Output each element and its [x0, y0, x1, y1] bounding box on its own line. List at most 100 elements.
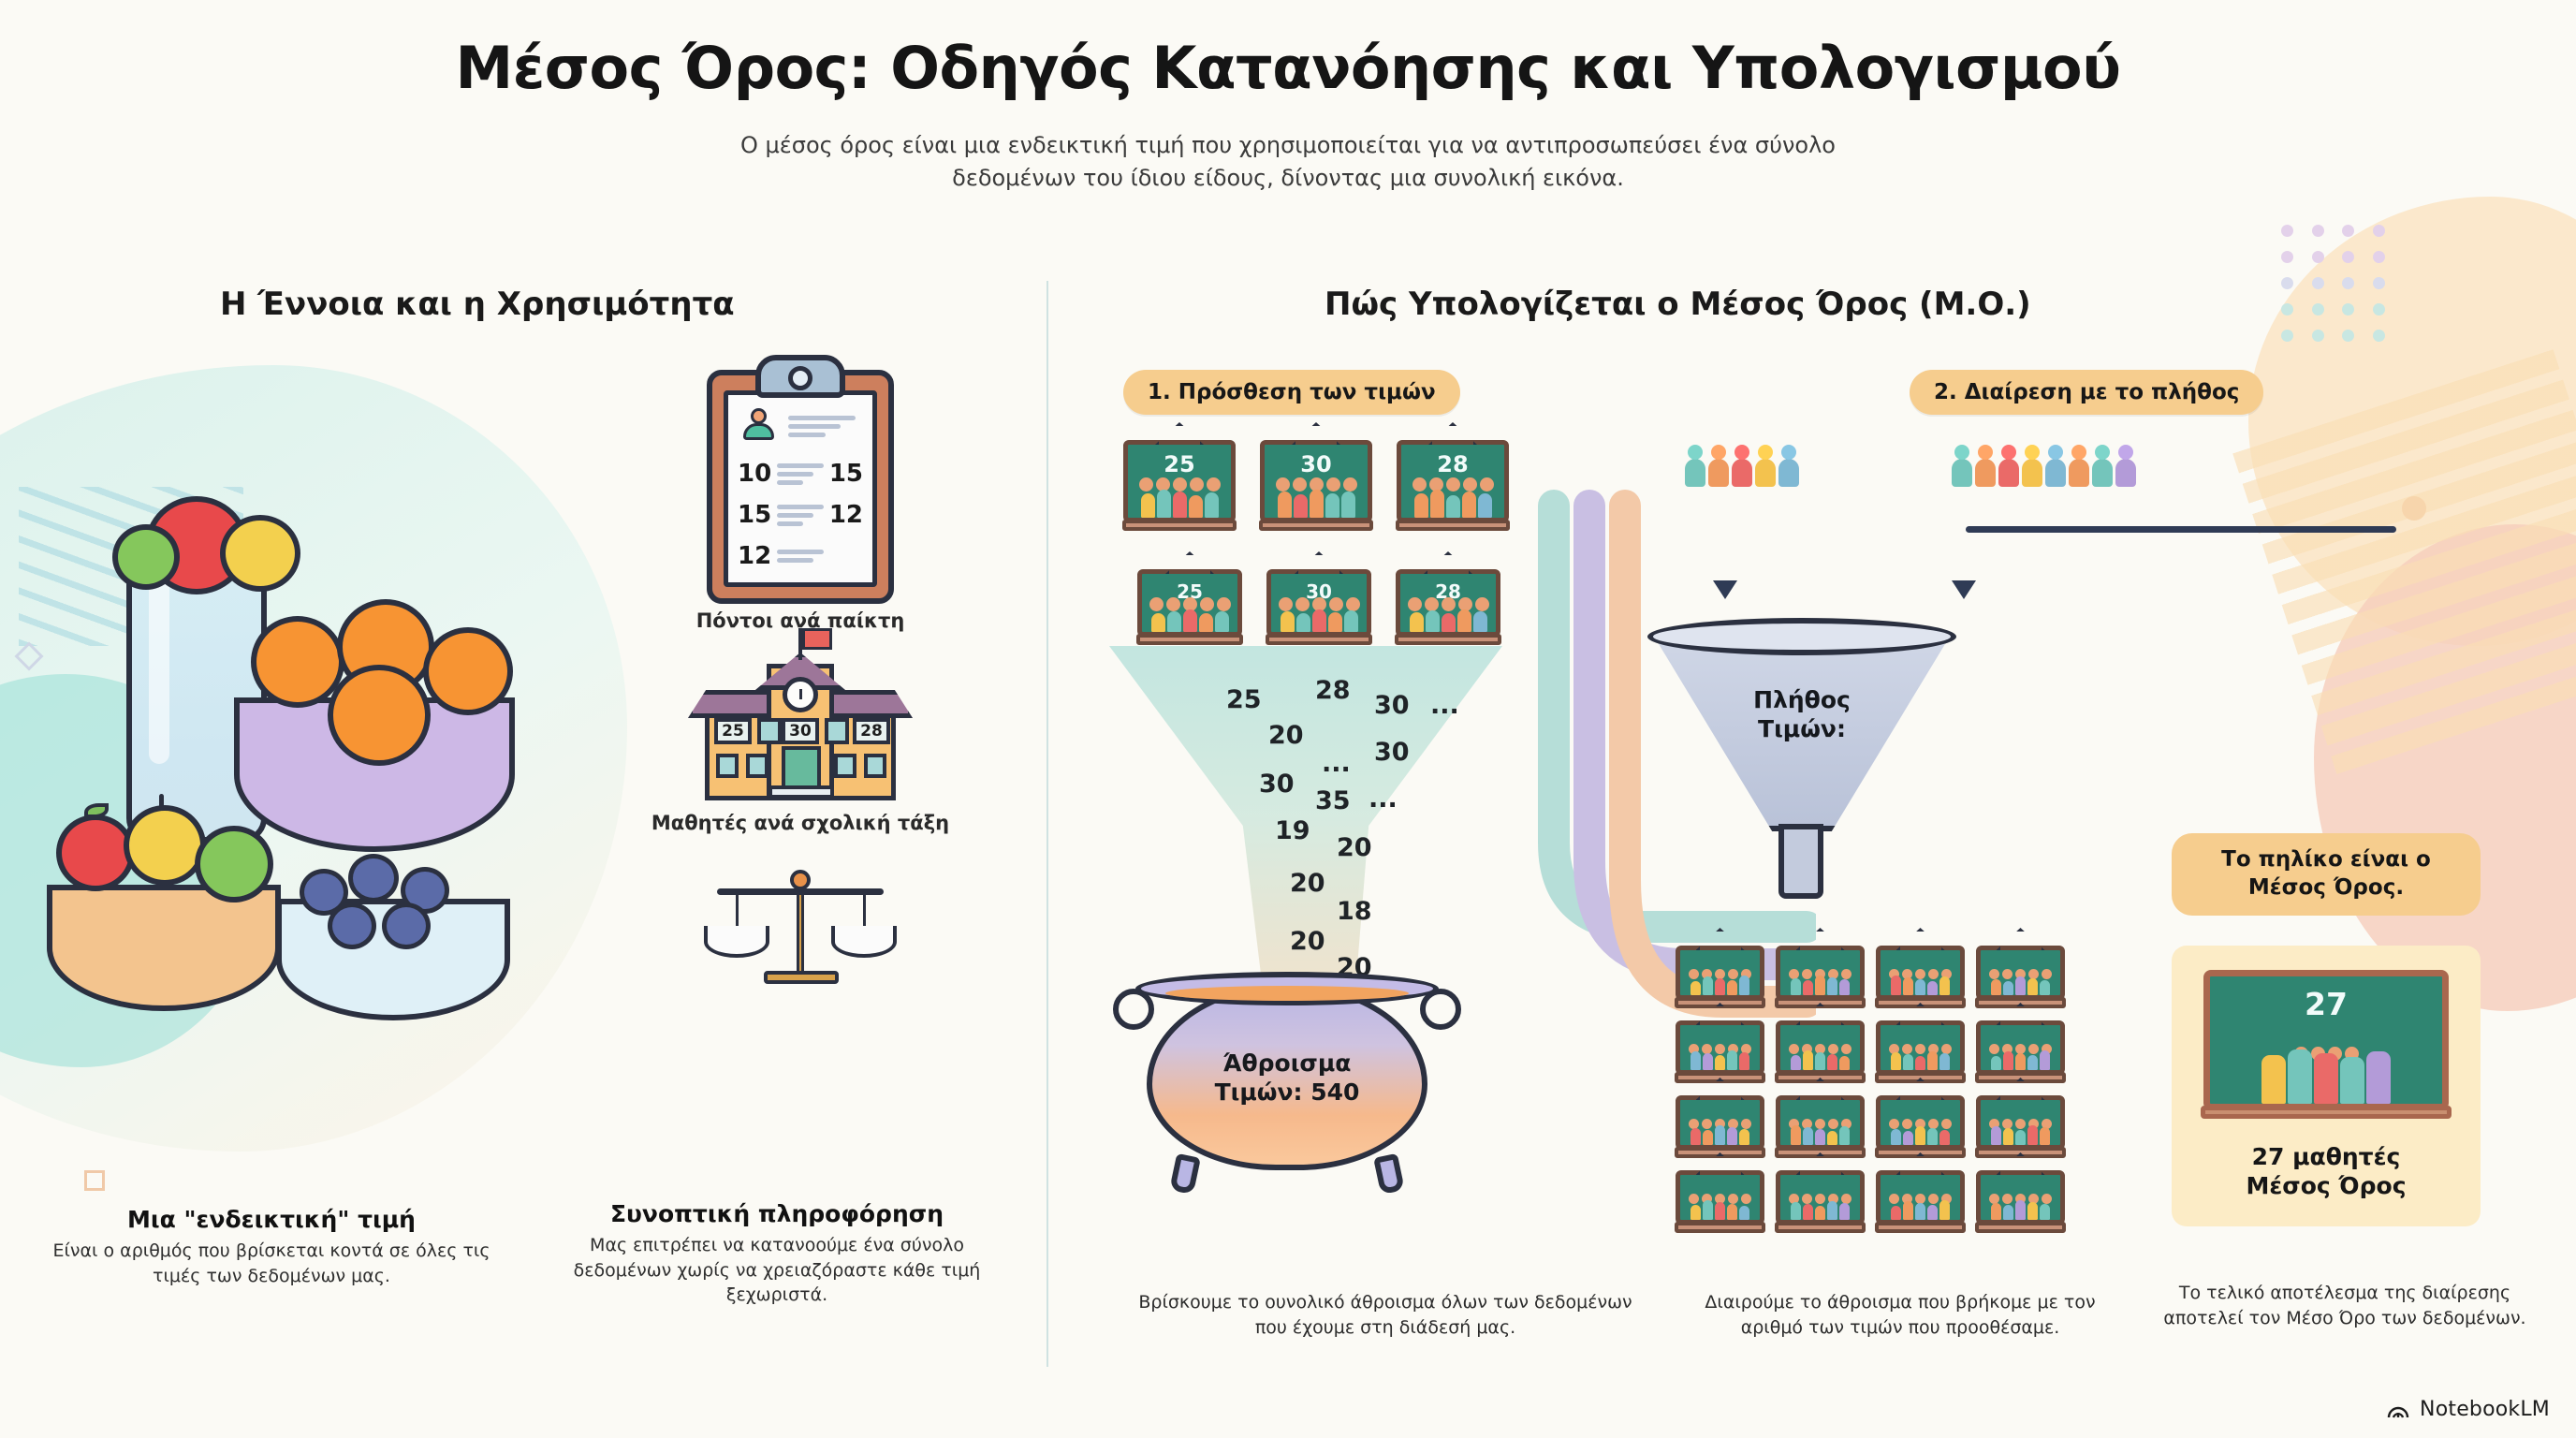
notebooklm-spiral-icon [2387, 1406, 2409, 1418]
flag-icon [798, 628, 832, 660]
stream-number: 18 [1337, 897, 1372, 926]
classroom-card [1675, 928, 1765, 1008]
school-window-number: 25 [714, 718, 752, 744]
balance-scales-icon [693, 857, 908, 997]
apple-icon [220, 515, 300, 592]
cauldron-label-line-2: Τιμών: 540 [1214, 1078, 1360, 1107]
pink-blob-shape [2314, 524, 2576, 1011]
stream-number: 30 [1374, 738, 1410, 767]
caption-text: Είναι ο αριθμός που βρίσκεται κοντά σε ό… [52, 1240, 490, 1286]
classroom-card [1975, 1003, 2066, 1083]
classroom-card [1975, 1152, 2066, 1233]
classroom-card [1875, 928, 1966, 1008]
result-card-caption: 27 μαθητές Μέσος Όρος [2188, 1142, 2464, 1201]
footer-branding: NotebookLM [2386, 1397, 2550, 1421]
left-section-heading: Η Έννοια και η Χρησιμότητα [220, 286, 735, 323]
step-1-caption: Βρίσκουμε το ουνολικό άθροισμα όλων των … [1133, 1290, 1638, 1340]
classroom-card-number: 25 [1164, 451, 1195, 477]
classroom-card: 28 [1396, 422, 1510, 531]
clipboard-icon: 10 15 15 12 12 [707, 355, 894, 604]
step-2-caption: Διαιρούμε το άθροισμα που βρήκομε με τον… [1676, 1290, 2125, 1340]
caption-text: Διαιρούμε το άθροισμα που βρήκομε με τον… [1705, 1292, 2096, 1338]
footer-label: NotebookLM [2420, 1397, 2550, 1421]
flow-arrow-left-icon [1713, 580, 1737, 599]
caption-title: Μια "ενδεικτική" τιμή [127, 1206, 416, 1233]
stream-number: 30 [1374, 691, 1410, 720]
result-blackboard-icon: 27 [2201, 970, 2452, 1119]
orange-icon [423, 627, 513, 715]
apple-icon [56, 814, 135, 891]
orange-bowl-icon [47, 885, 281, 1011]
clipboard-value-left: 10 [738, 460, 772, 488]
clipboard-row: 15 12 [738, 494, 863, 536]
stream-number: 19 [1275, 816, 1310, 845]
school-caption: Μαθητές ανά σχολική τάξη [651, 812, 950, 834]
caption-text: Μας επιτρέπει να κατανοούμε ένα σύνολο δ… [573, 1235, 981, 1306]
classroom-card-number: 30 [1300, 451, 1332, 477]
classroom-card [1975, 928, 2066, 1008]
caption-text: Βρίσκουμε το ουνολικό άθροισμα όλων των … [1138, 1292, 1632, 1338]
result-badge: Το πηλίκο είναι ο Μέσος Όρος. [2172, 833, 2481, 916]
classroom-card [1875, 1003, 1966, 1083]
clipboard-row: 10 15 [738, 453, 863, 494]
scales-block [599, 857, 1002, 997]
stream-number: 20 [1337, 833, 1372, 862]
clipboard-value-right: 12 [828, 501, 863, 529]
classroom-cards-row-2: 25 30 28 [1136, 551, 1501, 645]
left-icon-column: 10 15 15 12 12 [599, 355, 1002, 1014]
stream-number: ... [1430, 691, 1459, 720]
right-section-heading: Πώς Υπολογίζεται ο Μέσος Όρος (Μ.Ο.) [1325, 286, 2031, 323]
orange-icon [328, 665, 431, 766]
step-2-badge: 2. Διαίρεση με το πλήθος [1910, 370, 2264, 415]
result-caption-line-2: Μέσος Όρος [2246, 1172, 2407, 1200]
cauldron-icon: Άθροισμα Τιμών: 540 [1113, 955, 1461, 1198]
left-caption-indicative-value: Μια "ενδεικτική" τιμή Είναι ο αριθμός πο… [51, 1206, 491, 1288]
stream-number: 30 [1259, 770, 1295, 799]
classroom-card: 25 [1122, 422, 1237, 531]
result-caption: Το τελικό αποτέλεσμα της διαίρεσης αποτε… [2148, 1281, 2541, 1330]
funnel-label-line-1: Πλήθος [1753, 686, 1851, 713]
classroom-card [1975, 1078, 2066, 1158]
page-subtitle: Ο μέσος όρος είναι μια ενδεικτική τιμή π… [740, 132, 1836, 191]
classroom-card [1675, 1078, 1765, 1158]
stream-number: 35 [1315, 786, 1351, 815]
school-block: 25 30 28 Μαθητές ανά σχολική τάξη [599, 628, 1002, 834]
school-window-number: 28 [853, 718, 890, 744]
apple-icon [112, 524, 180, 590]
funnel-icon: Πλήθος Τιμών: [1647, 618, 1956, 899]
clipboard-clip-icon [755, 355, 845, 398]
leaf-icon [84, 803, 109, 818]
stream-number: 20 [1290, 869, 1325, 898]
classroom-card [1775, 928, 1866, 1008]
stream-number: 20 [1268, 721, 1304, 750]
column-divider [1046, 281, 1048, 1367]
classroom-card: 30 [1259, 422, 1373, 531]
people-flow-line [1966, 526, 2396, 533]
caption-title: Συνοπτική πληροφόρηση [609, 1200, 944, 1227]
cauldron-label: Άθροισμα Τιμών: 540 [1119, 1049, 1456, 1108]
result-caption-line-1: 27 μαθητές [2251, 1143, 2401, 1170]
classroom-card [1675, 1152, 1765, 1233]
classroom-card-grid [1675, 928, 2066, 1233]
dot-grid-decoration [2281, 225, 2393, 346]
clipboard-value-right: 15 [828, 460, 863, 488]
page-title: Μέσος Όρος: Οδηγός Κατανόησης και Υπολογ… [455, 34, 2121, 102]
peach-blob-shape [2248, 197, 2576, 646]
classroom-card [1775, 1152, 1866, 1233]
classroom-card [1675, 1003, 1765, 1083]
blue-bowl-icon [276, 899, 510, 1020]
funnel-label: Πλήθος Τιμών: [1647, 685, 1956, 744]
fruit-illustration [19, 496, 580, 1180]
stream-number: ... [1368, 785, 1398, 814]
result-card: 27 27 μαθητές Μέσος Όρος [2172, 946, 2481, 1226]
classroom-card [1875, 1152, 1966, 1233]
classroom-card: 30 [1266, 551, 1372, 645]
school-building-icon: 25 30 28 [688, 628, 913, 806]
classroom-card [1775, 1003, 1866, 1083]
caption-text: Το τελικό αποτέλεσμα της διαίρεσης αποτε… [2163, 1283, 2526, 1328]
classroom-card-number: 28 [1437, 451, 1469, 477]
classroom-cards-row-1: 25 30 28 [1122, 422, 1510, 531]
stem-icon [159, 794, 164, 811]
classroom-card [1875, 1078, 1966, 1158]
